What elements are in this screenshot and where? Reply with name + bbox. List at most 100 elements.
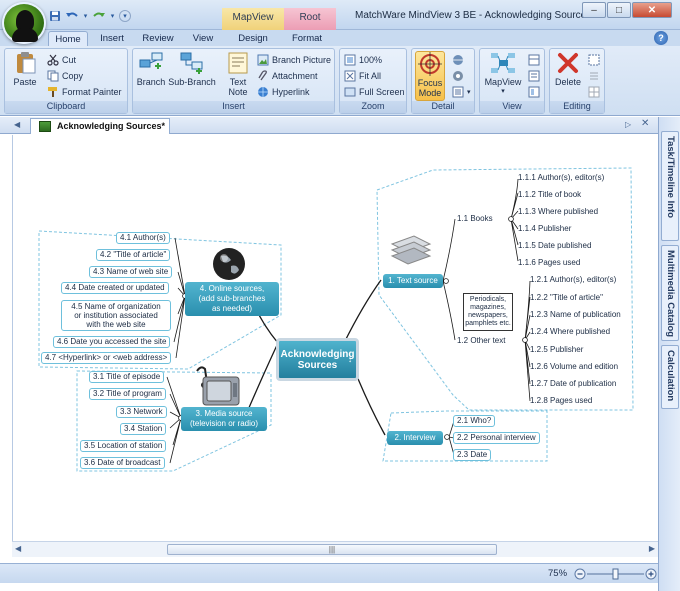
tab-scroll-right-icon[interactable]: ▷ xyxy=(625,120,632,129)
list-item[interactable]: 1.2.2 "Title of article" xyxy=(530,293,603,302)
list-item[interactable]: 1.2.4 Where published xyxy=(530,327,611,336)
undo-dropdown-icon[interactable]: ▾ xyxy=(83,13,88,20)
document-icon xyxy=(39,121,51,132)
editing-option-1-button[interactable] xyxy=(588,53,600,67)
format-painter-button[interactable]: Format Painter xyxy=(47,85,122,99)
window-controls: – □ ✕ xyxy=(582,2,672,18)
list-item[interactable]: 1.2.7 Date of publication xyxy=(530,379,617,388)
focus-mode-button[interactable]: Focus Mode xyxy=(415,51,445,101)
redo-dropdown-icon[interactable]: ▾ xyxy=(110,13,115,20)
list-item[interactable]: 1.2.8 Pages used xyxy=(530,396,593,405)
topic-interview[interactable]: 2. Interview xyxy=(387,431,443,445)
view-option-1-button[interactable] xyxy=(528,53,540,67)
tab-design[interactable]: Design xyxy=(238,33,268,44)
tab-scroll-left-icon[interactable]: ◀ xyxy=(14,120,21,129)
list-item[interactable]: 3.6 Date of broadcast xyxy=(80,457,165,469)
central-topic[interactable]: Acknowledging Sources ↕ xyxy=(276,338,359,381)
list-item[interactable]: 3.4 Station xyxy=(120,423,167,435)
minimize-button[interactable]: – xyxy=(582,2,606,18)
branch-picture-button[interactable]: Branch Picture xyxy=(257,53,331,67)
close-document-icon[interactable]: ✕ xyxy=(641,118,650,129)
tab-review[interactable]: Review xyxy=(142,33,174,44)
status-bar: 75% xyxy=(0,563,658,583)
delete-button[interactable]: Delete xyxy=(553,51,583,87)
scroll-left-icon[interactable]: ◀ xyxy=(15,544,22,553)
save-icon[interactable] xyxy=(48,9,62,23)
list-item[interactable]: 1.2.5 Publisher xyxy=(530,345,584,354)
list-item[interactable]: 4.2 "Title of article" xyxy=(96,249,171,261)
list-item[interactable]: 1.2.6 Volume and edition xyxy=(530,362,619,371)
side-tab-calculation[interactable]: Calculation xyxy=(661,345,679,409)
undo-icon[interactable] xyxy=(65,9,79,23)
list-item[interactable]: 2.1 Who? xyxy=(453,415,496,427)
list-item[interactable]: 1.2.1 Author(s), editor(s) xyxy=(530,275,617,284)
topic-media-source[interactable]: 3. Media source (television or radio) xyxy=(181,407,267,431)
close-button[interactable]: ✕ xyxy=(632,2,672,18)
topic-text-source[interactable]: 1. Text source xyxy=(383,274,443,288)
list-item[interactable]: 1.1.6 Pages used xyxy=(518,258,581,267)
subtopic-other-text[interactable]: 1.2 Other text xyxy=(457,336,506,345)
attachment-button[interactable]: Attachment xyxy=(257,69,318,83)
editing-option-3-button[interactable] xyxy=(588,85,600,99)
editing-option-2-button[interactable] xyxy=(588,69,600,83)
context-tab-root[interactable]: Root xyxy=(284,8,336,30)
zoom-slider[interactable] xyxy=(574,568,658,580)
help-icon[interactable]: ? xyxy=(654,31,668,45)
expand-icon[interactable]: ↕ xyxy=(348,355,352,364)
hyperlink-button[interactable]: Hyperlink xyxy=(257,85,310,99)
tab-format[interactable]: Format xyxy=(291,33,323,44)
list-item[interactable]: 4.1 Author(s) xyxy=(116,232,170,244)
list-item[interactable]: 1.1.3 Where published xyxy=(518,207,599,216)
list-item[interactable]: 3.3 Network xyxy=(116,406,167,418)
full-screen-button[interactable]: Full Screen xyxy=(344,85,405,99)
list-item[interactable]: 1.2.3 Name of publication xyxy=(530,310,621,319)
mindmap-canvas[interactable]: Acknowledging Sources ↕ 1. Text source 2… xyxy=(12,135,658,557)
list-item[interactable]: 3.5 Location of station xyxy=(80,440,167,452)
list-item[interactable]: 4.5 Name of organization or institution … xyxy=(61,300,171,331)
customize-qat-icon[interactable]: ▾ xyxy=(119,10,131,22)
sub-branch-button[interactable]: Sub-Branch xyxy=(167,51,217,87)
list-item[interactable]: 2.3 Date xyxy=(453,449,492,461)
detail-filter-button[interactable] xyxy=(452,69,464,83)
context-tab-mapview[interactable]: MapView xyxy=(222,8,284,30)
list-item[interactable]: 2.2 Personal interview xyxy=(453,432,540,444)
text-note-button[interactable]: Text Note xyxy=(224,51,252,97)
list-item[interactable]: 1.1.1 Author(s), editor(s) xyxy=(518,173,605,182)
side-tab-task-timeline[interactable]: Task/Timeline Info xyxy=(661,131,679,241)
list-item[interactable]: 3.1 Title of episode xyxy=(89,371,165,383)
tab-view[interactable]: View xyxy=(192,33,214,44)
cut-button[interactable]: Cut xyxy=(47,53,76,67)
side-tab-multimedia-catalog[interactable]: Multimedia Catalog xyxy=(661,245,679,341)
branch-button[interactable]: Branch xyxy=(135,51,167,87)
other-text-note[interactable]: Periodicals, magazines, newspapers, pamp… xyxy=(463,293,513,331)
scroll-right-icon[interactable]: ▶ xyxy=(648,544,655,553)
view-option-3-button[interactable] xyxy=(528,85,540,99)
tab-insert[interactable]: Insert xyxy=(100,33,124,44)
mapview-button[interactable]: MapView ▾ xyxy=(482,51,524,95)
cut-icon xyxy=(47,54,59,66)
tab-home[interactable]: Home xyxy=(48,31,88,46)
detail-globe-button[interactable] xyxy=(452,53,464,67)
view-option-2-button[interactable] xyxy=(528,69,540,83)
document-tab[interactable]: Acknowledging Sources* xyxy=(30,118,170,134)
topic-online-sources[interactable]: 4. Online sources, (add sub-branches as … xyxy=(185,282,279,316)
zoom-100-button[interactable]: 100% xyxy=(344,53,382,67)
app-logo-button[interactable] xyxy=(2,2,46,44)
list-item[interactable]: 3.2 Title of program xyxy=(89,388,166,400)
list-item[interactable]: 4.7 <Hyperlink> or <web address> xyxy=(41,352,172,364)
maximize-button[interactable]: □ xyxy=(607,2,631,18)
list-item[interactable]: 4.3 Name of web site xyxy=(89,266,173,278)
list-item[interactable]: 1.1.5 Date published xyxy=(518,241,592,250)
horizontal-scrollbar[interactable]: ◀ ||| ▶ xyxy=(12,541,658,557)
detail-list-button[interactable]: ▾ xyxy=(452,85,471,99)
paste-button[interactable]: Paste xyxy=(11,51,39,87)
list-item[interactable]: 1.1.4 Publisher xyxy=(518,224,572,233)
redo-icon[interactable] xyxy=(92,9,106,23)
list-item[interactable]: 4.6 Date you accessed the site xyxy=(53,336,171,348)
fit-all-button[interactable]: Fit All xyxy=(344,69,381,83)
subtopic-books[interactable]: 1.1 Books xyxy=(457,214,493,223)
list-item[interactable]: 1.1.2 Title of book xyxy=(518,190,582,199)
list-item[interactable]: 4.4 Date created or updated xyxy=(61,282,169,294)
copy-button[interactable]: Copy xyxy=(47,69,83,83)
scrollbar-thumb[interactable]: ||| xyxy=(167,544,497,555)
